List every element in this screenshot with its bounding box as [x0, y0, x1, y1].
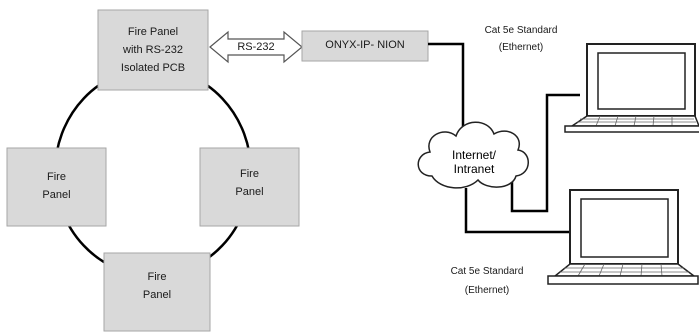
fire-panel-right-line2: Panel — [235, 186, 264, 198]
cloud-label-line1: Internet/ — [451, 148, 497, 162]
fire-panel-bottom — [103, 252, 211, 332]
cloud-label: Internet/ Intranet — [430, 148, 518, 176]
pc-top-label-line1: Cat 5e Standard — [484, 25, 558, 36]
fire-panel-left-label: Fire Panel — [7, 168, 106, 204]
laptop-bottom-icon — [547, 189, 699, 285]
fire-panel-main-label: Fire Panel with RS-232 Isolated PCB — [98, 23, 208, 77]
onyx-device-box — [301, 30, 429, 62]
fire-panel-left-line2: Panel — [42, 189, 71, 201]
cloud-label-line2: Intranet — [453, 162, 495, 176]
fire-panel-main-line2: with RS-232 — [123, 44, 183, 56]
fire-panel-right-line1: Fire — [240, 168, 259, 180]
fire-panel-left — [6, 147, 107, 227]
fire-panel-right — [199, 147, 300, 227]
fire-panel-main-line3: Isolated PCB — [120, 62, 186, 74]
pc-top-label: Cat 5e Standard (Ethernet) — [466, 22, 576, 56]
onyx-label: ONYX-IP- NION — [325, 39, 405, 51]
fire-panel-bottom-label: Fire Panel — [104, 268, 210, 304]
rs232-label: RS-232 — [237, 41, 275, 53]
fire-panel-main-line1: Fire Panel — [127, 26, 179, 38]
pc-bottom-label: Cat 5e Standard (Ethernet) — [428, 262, 546, 300]
internet-cloud — [417, 121, 529, 189]
cloud-to-pc-top-line — [510, 93, 580, 213]
onyx-to-cloud-line — [428, 42, 465, 130]
fire-panel-bottom-line1: Fire — [147, 271, 167, 283]
pc-bottom-label-line2: (Ethernet) — [464, 285, 510, 296]
cloud-to-pc-bottom-line — [464, 188, 570, 234]
fire-panel-right-label: Fire Panel — [200, 165, 299, 201]
fire-panel-main — [97, 9, 209, 91]
pc-top-label-line2: (Ethernet) — [498, 42, 544, 53]
laptop-top-icon — [564, 43, 699, 133]
fire-panel-bottom-line2: Panel — [142, 289, 172, 301]
pc-bottom-label-line1: Cat 5e Standard — [450, 266, 524, 277]
fire-panel-left-line1: Fire — [47, 171, 66, 183]
